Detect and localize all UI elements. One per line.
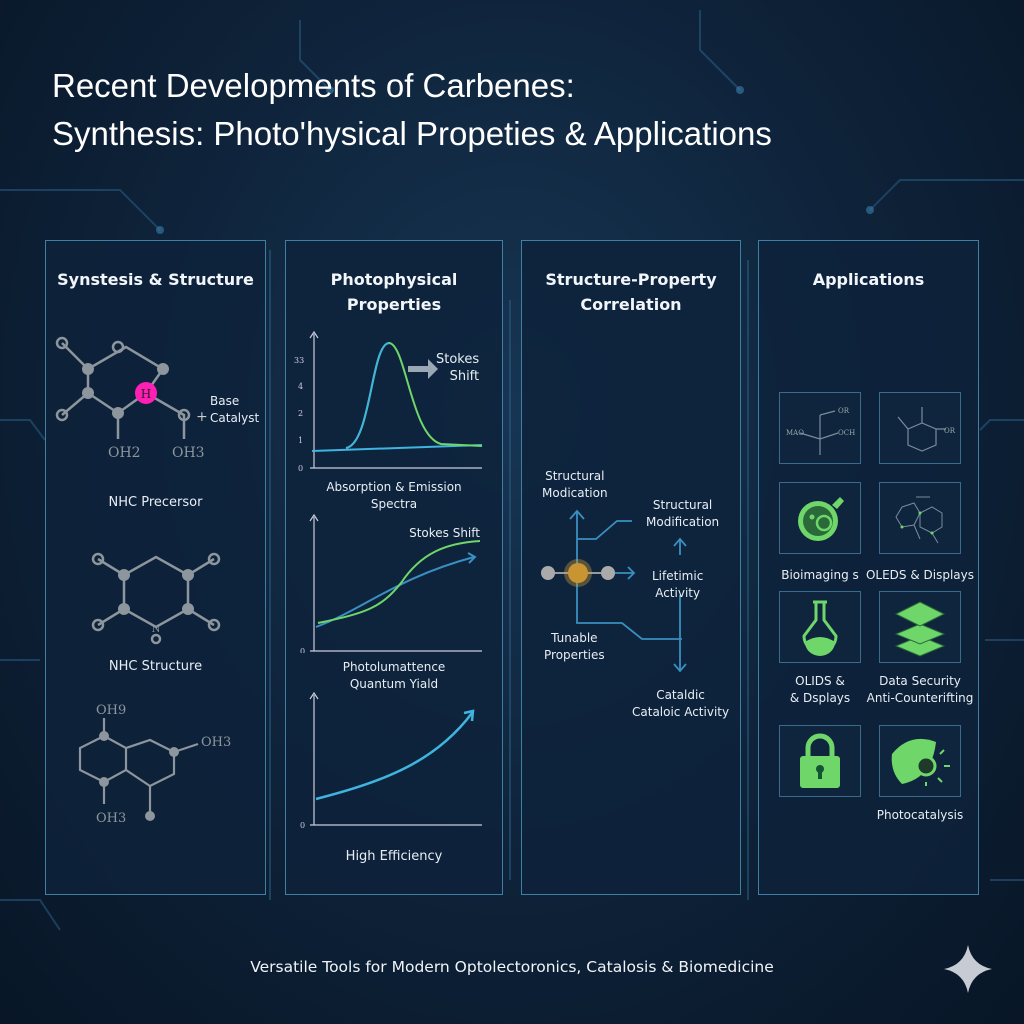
sparkle-icon bbox=[944, 945, 992, 993]
svg-text:0: 0 bbox=[298, 464, 303, 473]
lock-tile bbox=[779, 725, 861, 797]
nhc-structure-molecule: N bbox=[91, 552, 221, 645]
svg-text:4: 4 bbox=[298, 382, 303, 391]
oleds-tile bbox=[879, 482, 961, 554]
stacked-layers-icon bbox=[894, 601, 946, 657]
bicyclic-molecule: OH9 OH3 OH3 bbox=[78, 703, 231, 826]
nhc-precursor-molecule: H OH2 OH3 + bbox=[55, 336, 208, 461]
flask-icon bbox=[802, 600, 838, 656]
panel-heading: Synstesis & Structure bbox=[57, 270, 254, 289]
svg-text:OCH: OCH bbox=[838, 429, 855, 437]
nhc-precursor-label: NHC Precersor bbox=[108, 495, 203, 510]
stokes-shift-arrow-icon bbox=[408, 359, 438, 379]
olids-label: OLIDS && Dsplays bbox=[789, 674, 851, 705]
stokes-shift-label-2: Stokes Shift bbox=[409, 526, 480, 540]
svg-text:OH9: OH9 bbox=[96, 703, 126, 718]
svg-text:OH3: OH3 bbox=[201, 735, 231, 750]
photocatalysis-label: Photocatalysis bbox=[876, 808, 964, 822]
svg-text:0: 0 bbox=[300, 821, 305, 830]
flask-tile bbox=[779, 591, 861, 663]
efficiency-caption: High Efficiency bbox=[345, 849, 443, 864]
data-security-tile bbox=[879, 591, 961, 663]
efficiency-plot: 0 bbox=[300, 691, 482, 830]
svg-text:+: + bbox=[196, 409, 208, 425]
correlation-diagram bbox=[541, 509, 687, 673]
svg-text:1: 1 bbox=[298, 436, 303, 445]
panel-heading: Applications bbox=[812, 270, 925, 289]
molecule-network-icon bbox=[895, 496, 943, 544]
svg-text:OH2: OH2 bbox=[108, 445, 141, 461]
footer-tagline: Versatile Tools for Modern Optolectoroni… bbox=[250, 958, 774, 976]
photocatalysis-tile bbox=[879, 725, 961, 797]
lock-icon bbox=[800, 733, 840, 788]
bioimaging-tile bbox=[779, 482, 861, 554]
molecule-ring-icon: OR bbox=[897, 407, 956, 452]
page-title: Recent Developments of Carbenes:Synthesi… bbox=[52, 67, 772, 152]
bioimaging-label: Bioimaging s bbox=[781, 568, 859, 582]
molecule-tile: MAO OR OCH bbox=[779, 392, 861, 464]
panel-applications: Applications MAO OR OCH OR Bioimaging s OL… bbox=[758, 240, 979, 895]
panel-heading: Photophysical Properties bbox=[330, 270, 458, 314]
ring-molecule-tile: OR bbox=[879, 392, 961, 464]
svg-text:33: 33 bbox=[294, 356, 304, 365]
absorption-emission-plot: 0 1 2 4 33 bbox=[294, 330, 483, 473]
svg-text:OH3: OH3 bbox=[172, 445, 205, 461]
molecule-icon: MAO OR OCH bbox=[786, 407, 855, 455]
flask-cell-icon bbox=[798, 497, 844, 541]
svg-text:OR: OR bbox=[944, 427, 956, 435]
svg-text:OR: OR bbox=[838, 407, 850, 415]
svg-text:OH3: OH3 bbox=[96, 811, 126, 826]
svg-text:MAO: MAO bbox=[786, 429, 804, 437]
svg-text:0: 0 bbox=[300, 647, 305, 653]
quantum-yield-plot: 0 bbox=[300, 513, 482, 653]
oleds-label: OLEDS & Displays bbox=[865, 568, 975, 582]
leaf-sun-icon bbox=[891, 738, 950, 786]
svg-text:N: N bbox=[152, 624, 161, 635]
svg-text:H: H bbox=[141, 387, 151, 401]
nhc-structure-label: NHC Structure bbox=[108, 659, 203, 674]
svg-text:2: 2 bbox=[298, 409, 303, 418]
